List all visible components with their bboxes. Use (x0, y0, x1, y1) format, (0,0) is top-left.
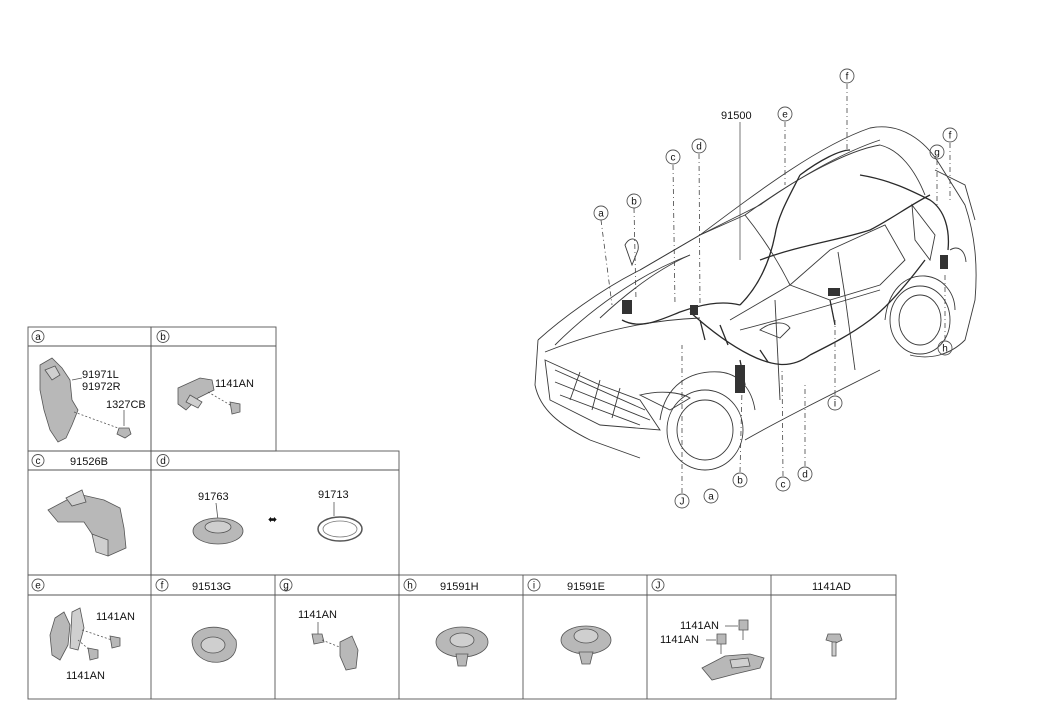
svg-text:g: g (283, 581, 289, 592)
svg-text:J: J (656, 581, 661, 592)
part-1141AN-e1: 1141AN (96, 611, 135, 623)
panel-grid (27, 326, 897, 700)
callout-j-bottom: J (674, 493, 690, 509)
svg-text:b: b (160, 332, 166, 343)
panel-d: d 91763 ⬌ 91713 (156, 454, 363, 545)
svg-text:d: d (160, 456, 166, 467)
svg-text:g: g (934, 148, 940, 159)
callout-d-bottom: d (797, 466, 813, 482)
panel-h: h 91591H (403, 578, 489, 667)
part-1141AD: 1141AD (812, 581, 851, 593)
panel-c: c 91526B (31, 454, 127, 557)
harness-connector (735, 365, 745, 393)
svg-text:h: h (407, 581, 413, 592)
part-91972R: 91972R (82, 381, 121, 393)
bracket-e-part (49, 611, 71, 661)
part-1141AN-b: 1141AN (215, 378, 254, 390)
callout-e-top: e (777, 106, 793, 122)
svg-text:e: e (35, 581, 41, 592)
callout-f-top: f (839, 68, 855, 84)
bracket-g-part (339, 635, 359, 671)
callout-c-bottom: c (775, 476, 791, 492)
callout-b-bottom: b (732, 472, 748, 488)
panel-g: g 1141AN (279, 578, 359, 671)
svg-text:d: d (696, 142, 702, 153)
svg-text:J: J (680, 497, 685, 508)
svg-text:f: f (161, 581, 164, 592)
part-91713: 91713 (318, 489, 349, 501)
part-1141AN-g: 1141AN (298, 609, 337, 621)
part-1327CB: 1327CB (106, 399, 146, 411)
callout-f-rear: f (942, 127, 958, 143)
svg-text:d: d (802, 470, 808, 481)
svg-text:a: a (708, 492, 714, 503)
part-91591E: 91591E (567, 581, 605, 593)
panel-b: b 1141AN (156, 330, 254, 415)
callout-i: i (827, 395, 843, 411)
panel-j: J 1141AN 1141AN (651, 578, 765, 681)
callout-a-bottom: a (703, 488, 719, 504)
part-91763: 91763 (198, 491, 229, 503)
leader-lines (600, 84, 951, 493)
callout-c-top: c (665, 149, 681, 165)
svg-text:c: c (36, 456, 41, 467)
part-1141AN-e2: 1141AN (66, 670, 105, 682)
svg-text:f: f (949, 131, 952, 142)
part-91526B: 91526B (70, 456, 108, 468)
panel-i: i 91591E (527, 578, 612, 665)
svg-text:b: b (631, 197, 637, 208)
svg-text:a: a (598, 209, 604, 220)
part-91971L: 91971L (82, 369, 119, 381)
svg-text:b: b (737, 476, 743, 487)
callout-d-top: d (691, 138, 707, 154)
callout-b-top: b (626, 193, 642, 209)
panel-1141AD: 1141AD (812, 581, 851, 657)
part-91591H: 91591H (440, 581, 479, 593)
svg-text:a: a (35, 332, 41, 343)
part-1141AN-j1: 1141AN (680, 620, 719, 632)
panel-a: a 91971L 91972R 1327CB (31, 330, 146, 443)
interchange-symbol: ⬌ (268, 514, 277, 526)
part-1141AN-j2: 1141AN (660, 634, 699, 646)
svg-text:f: f (846, 72, 849, 83)
vehicle-illustration (534, 126, 977, 471)
callout-a-top: a (593, 205, 609, 221)
bracket-part (39, 357, 79, 443)
svg-text:c: c (671, 153, 676, 164)
panel-f: f 91513G (155, 578, 237, 663)
part-91513G: 91513G (192, 581, 231, 593)
protector-part (47, 493, 127, 557)
callout-h: h (937, 340, 953, 356)
svg-text:h: h (942, 344, 948, 355)
svg-text:i: i (533, 581, 535, 592)
svg-text:c: c (781, 480, 786, 491)
svg-text:i: i (834, 399, 836, 410)
callout-g: g (929, 144, 945, 160)
bolt-1141AD (825, 633, 843, 644)
panel-e: e 1141AN 1141AN (31, 578, 135, 682)
main-part-number: 91500 (721, 110, 752, 122)
svg-text:e: e (782, 110, 788, 121)
car-callouts: a b c d e f f g h i J a b c d (593, 68, 958, 509)
